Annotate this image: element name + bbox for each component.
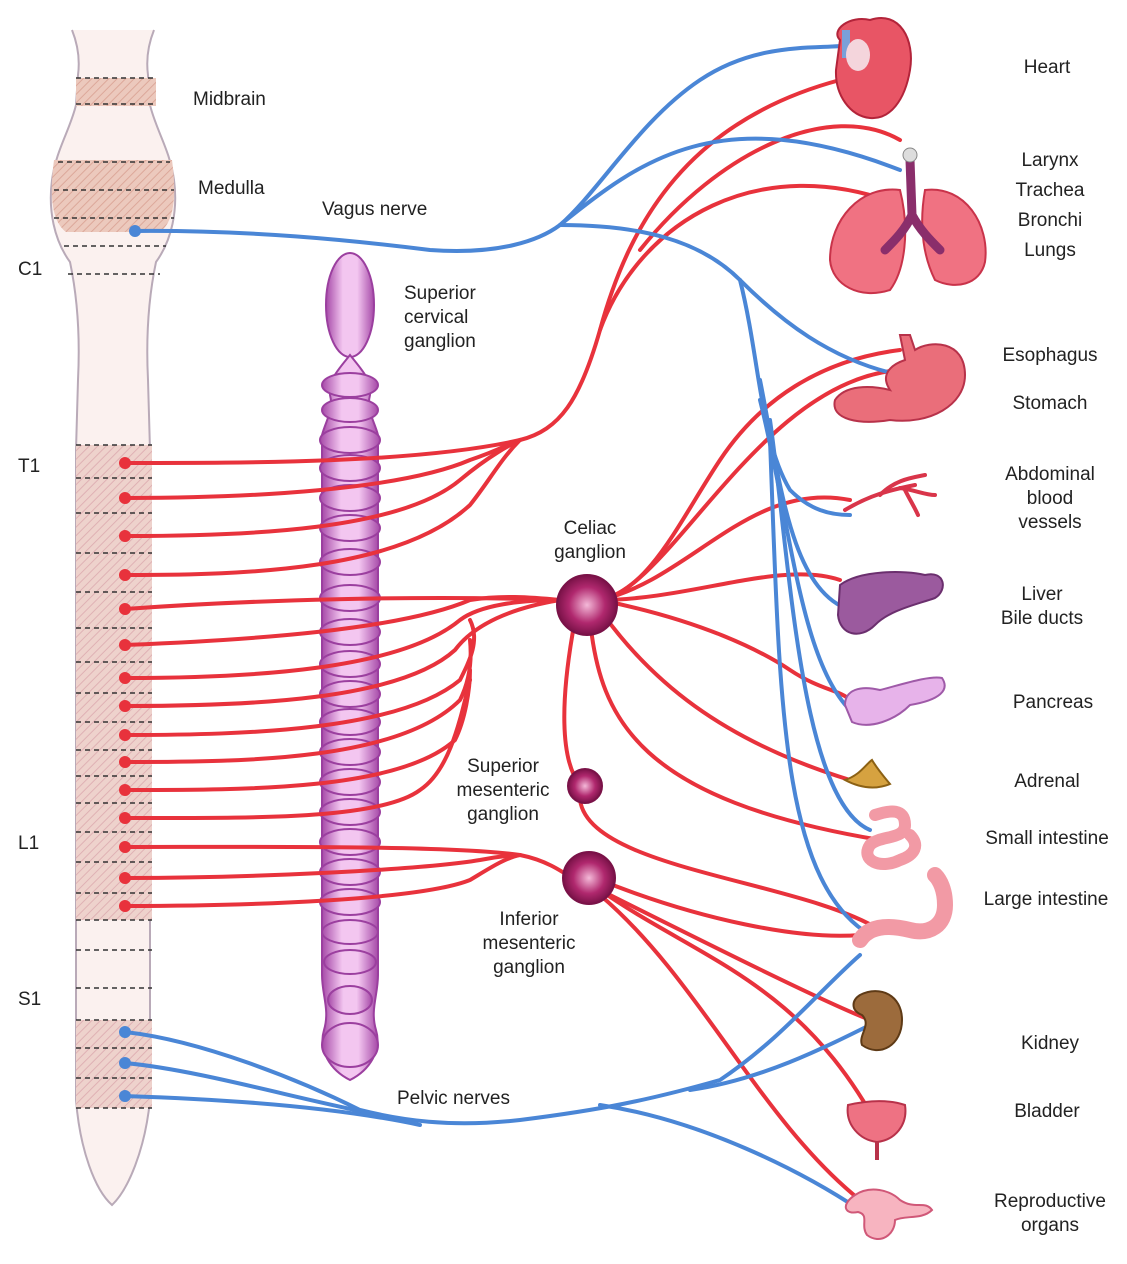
label-kidney: Kidney — [1021, 1032, 1079, 1056]
sympathetic-nerves — [125, 80, 900, 1200]
label-pelvic-nerves: Pelvic nerves — [397, 1087, 510, 1111]
spinal-cord — [51, 30, 175, 1205]
label-vagus-nerve: Vagus nerve — [322, 198, 427, 222]
blood-vessels-icon — [845, 475, 935, 515]
heart-icon — [836, 18, 911, 118]
celiac-ganglion — [557, 575, 617, 635]
label-pancreas: Pancreas — [1013, 691, 1093, 715]
label-adrenal: Adrenal — [1014, 770, 1080, 794]
small-intestine-icon — [867, 811, 915, 864]
label-esophagus-stomach: Esophagus Stomach — [1002, 332, 1097, 428]
inferior-mesenteric-ganglion — [563, 852, 615, 904]
label-abdominal-blood-vessels: Abdominal blood vessels — [1005, 463, 1095, 535]
large-intestine-icon — [860, 875, 945, 940]
liver-icon — [838, 572, 943, 634]
label-heart: Heart — [1024, 56, 1070, 80]
reproductive-organs-icon — [846, 1190, 932, 1239]
label-midbrain: Midbrain — [193, 88, 266, 112]
bladder-icon — [848, 1101, 906, 1160]
superior-mesenteric-ganglion — [568, 769, 602, 803]
label-t1: T1 — [18, 455, 40, 479]
adrenal-icon — [845, 760, 890, 787]
label-superior-cervical-ganglion: Superior cervical ganglion — [404, 282, 476, 354]
label-large-intestine: Large intestine — [984, 888, 1109, 912]
label-celiac-ganglion: Celiac ganglion — [554, 517, 626, 565]
parasympathetic-nerves — [125, 45, 900, 1210]
kidney-icon — [854, 991, 903, 1050]
label-reproductive-organs: Reproductive organs — [994, 1190, 1106, 1238]
label-liver-bile-ducts: Liver Bile ducts — [1001, 583, 1083, 631]
label-l1: L1 — [18, 832, 39, 856]
label-c1: C1 — [18, 258, 42, 282]
label-small-intestine: Small intestine — [985, 827, 1109, 851]
label-bladder: Bladder — [1014, 1100, 1080, 1124]
lungs-icon — [830, 148, 986, 293]
pancreas-icon — [845, 677, 945, 724]
label-inferior-mesenteric-ganglion: Inferior mesenteric ganglion — [483, 908, 576, 980]
label-s1: S1 — [18, 988, 41, 1012]
label-medulla: Medulla — [198, 177, 265, 201]
label-superior-mesenteric-ganglion: Superior mesenteric ganglion — [457, 755, 550, 827]
label-lungs: Larynx Trachea Bronchi Lungs — [1016, 146, 1085, 266]
